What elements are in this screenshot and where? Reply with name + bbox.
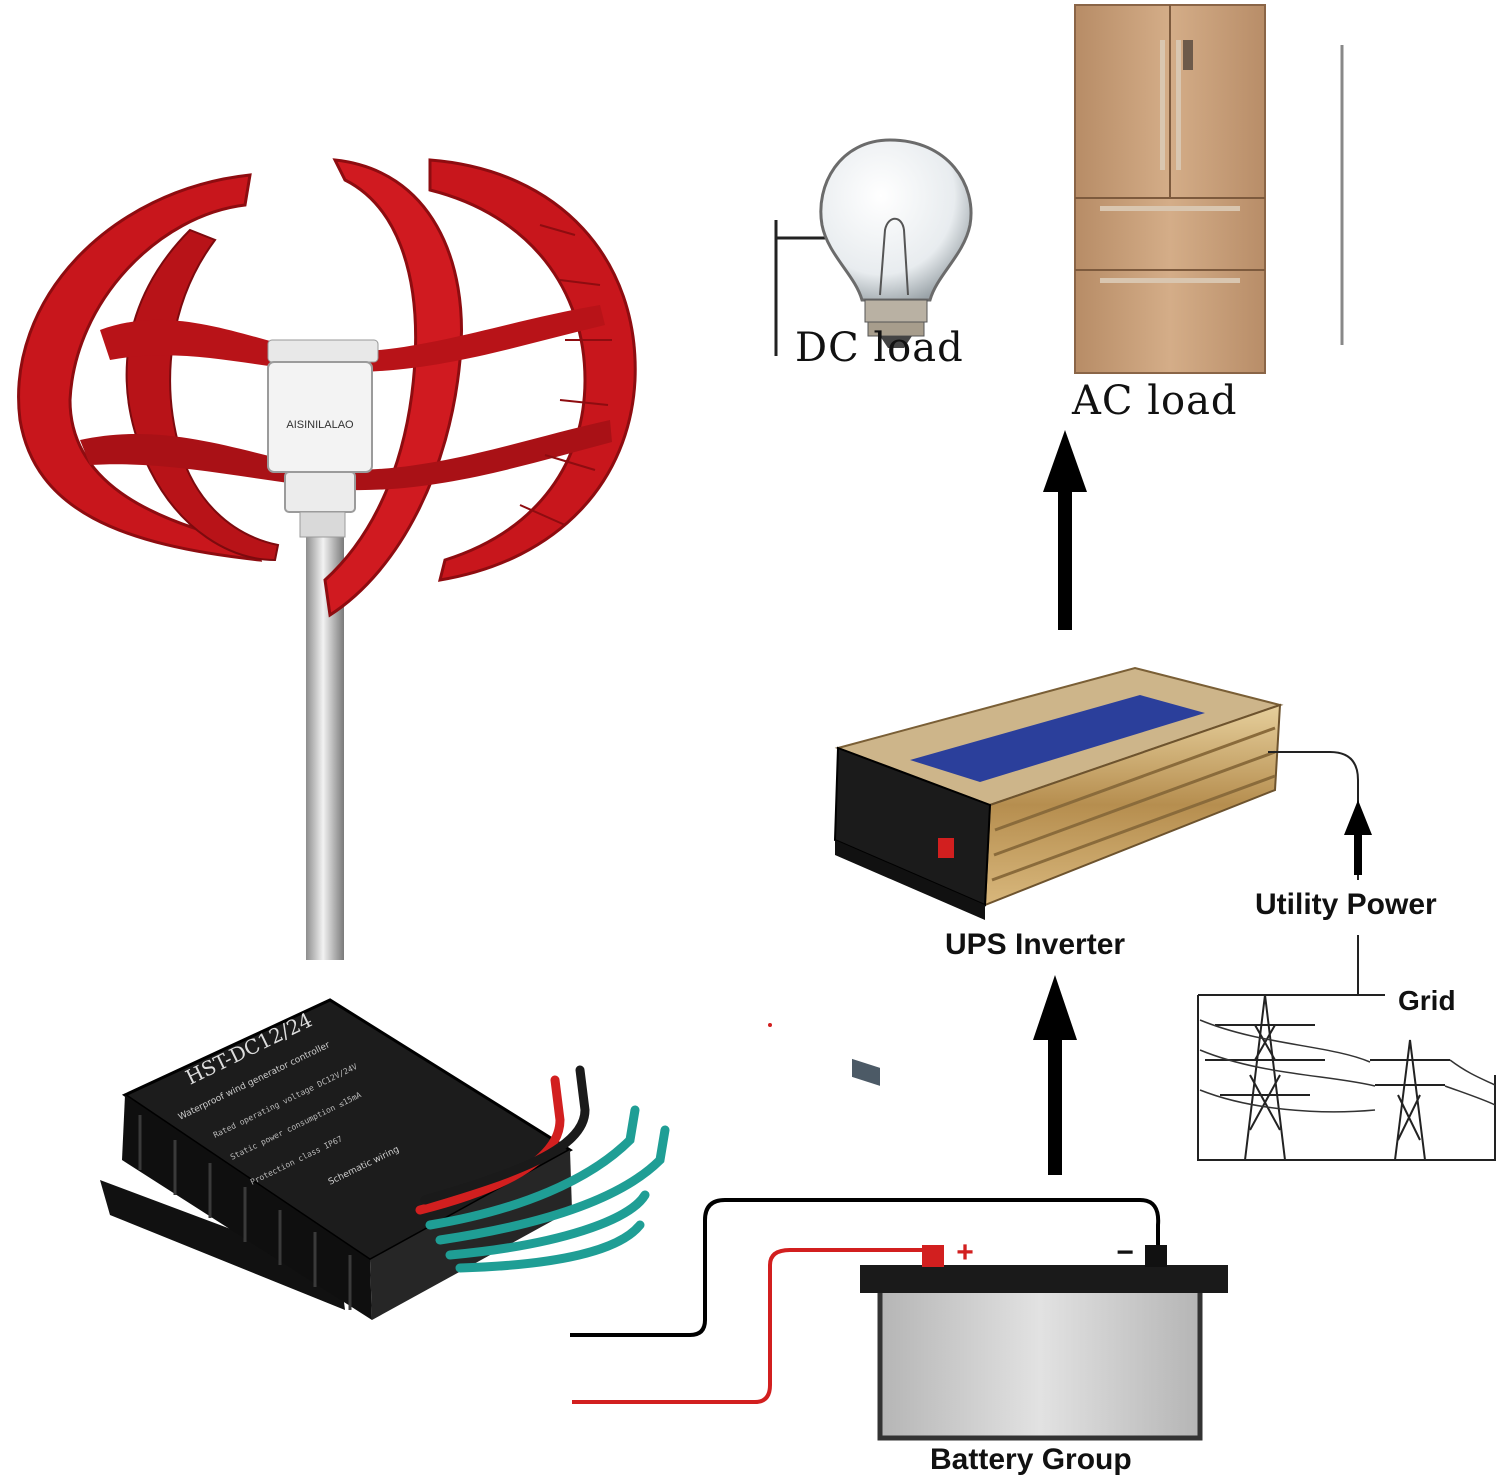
battery-group-label: Battery Group (930, 1443, 1132, 1476)
inverter-label-strip (910, 695, 1205, 782)
utility-line-upper (1268, 751, 1359, 880)
turbine-brand: AISINILALAO (286, 419, 354, 431)
turbine-blade-center (323, 158, 463, 618)
stray-dot (768, 1023, 772, 1027)
turbine-generator (267, 361, 373, 473)
turbine-blade-right (428, 158, 637, 582)
bulb-glass (819, 138, 973, 302)
fridge-handle-left (1160, 40, 1165, 170)
controller-front (122, 1095, 372, 1320)
wind-controller: HST-DC12/24 Waterproof wind generator co… (100, 998, 670, 1320)
turbine-arm-lower (80, 433, 330, 488)
utility-arrow-head (1344, 800, 1372, 835)
battery-terminal-negative (1145, 1245, 1167, 1267)
controller-wires-teal (425, 1105, 670, 1273)
inverter-display (852, 1058, 880, 1086)
wire-black (570, 1198, 1161, 1337)
battery-minus-sign: − (1116, 1236, 1134, 1269)
controller-wires-red (415, 1065, 590, 1215)
dc-load-bracket (774, 220, 825, 356)
battery-lid (860, 1265, 1228, 1293)
grid-tower-small (1370, 1039, 1450, 1161)
turbine-arm-right-upper (350, 305, 605, 372)
grid-power-lines (1199, 1019, 1496, 1113)
wire-red (572, 1248, 925, 1404)
turbine-blade-ribs (519, 224, 612, 526)
bulb-filament (879, 217, 909, 296)
turbine-base-collar (284, 471, 356, 513)
utility-arrow-shaft (1354, 830, 1362, 875)
battery-body (877, 1285, 1203, 1441)
turbine-mount (299, 511, 346, 538)
turbine-arm-right-lower (350, 420, 612, 491)
turbine-hub-cap (267, 339, 379, 363)
bulb-tip (880, 336, 912, 348)
grid-utility (1197, 751, 1496, 1161)
inverter-fins (991, 726, 1276, 882)
inverter-power-switch (938, 838, 954, 858)
battery-plus-sign: + (956, 1236, 974, 1269)
utility-power-label: Utility Power (1255, 888, 1437, 921)
ups-inverter-device (833, 666, 1284, 1086)
inverter-mount-foot (835, 840, 985, 920)
ac-load-fridge (1074, 4, 1266, 374)
battery-group-icon: + − (860, 1236, 1228, 1441)
controller-fins (138, 1115, 352, 1310)
fridge-display (1183, 40, 1193, 70)
controller-base-plate (100, 1180, 345, 1310)
grid-tower-large (1205, 994, 1325, 1161)
turbine-blade-left-inner (125, 228, 280, 562)
battery-wires (570, 1198, 1161, 1404)
grid-frame (1197, 995, 1496, 1161)
bulb-base (864, 299, 928, 323)
fridge-drawer-handle-2 (1100, 278, 1240, 283)
dc-load-bulb (774, 138, 973, 356)
wind-turbine: AISINILALAO (17, 158, 637, 960)
arrow-battery-to-inverter (1033, 975, 1077, 1175)
ups-inverter-label: UPS Inverter (945, 928, 1126, 961)
fridge-handle-right (1176, 40, 1181, 170)
utility-line (1357, 935, 1385, 996)
fridge-drawer-handle-1 (1100, 206, 1240, 211)
arrow-inverter-to-ac (1043, 430, 1087, 630)
dc-load-label: DC load (795, 325, 964, 371)
grid-label: Grid (1398, 985, 1456, 1016)
battery-terminal-positive (922, 1245, 944, 1267)
ac-load-label: AC load (1072, 378, 1238, 424)
turbine-blade-left (17, 173, 263, 562)
